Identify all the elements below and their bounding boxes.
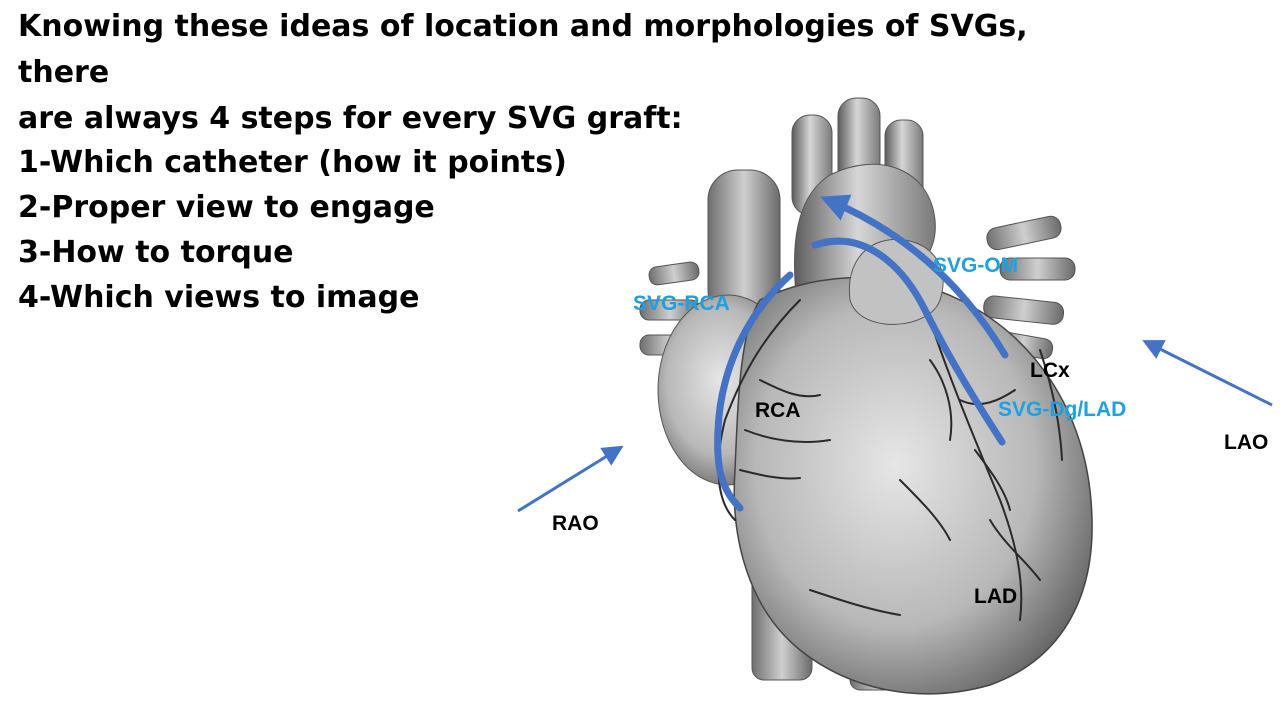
heading: Knowing these ideas of location and morp… bbox=[18, 4, 1078, 142]
lao-arrow bbox=[1142, 340, 1273, 407]
graft-line-svg-rca bbox=[714, 271, 794, 512]
step-1: 1-Which catheter (how it points) bbox=[18, 145, 567, 180]
steps-list: 1-Which catheter (how it points) 2-Prope… bbox=[18, 140, 567, 320]
heart-illustration bbox=[639, 97, 1093, 695]
heading-line-1: Knowing these ideas of location and morp… bbox=[18, 9, 1028, 90]
rao-arrow bbox=[517, 445, 624, 513]
label-lad: LAD bbox=[974, 585, 1017, 608]
label-svg-om: SVG-OM bbox=[933, 254, 1018, 277]
label-lao: LAO bbox=[1224, 431, 1268, 454]
graft-line-svg-dg-lad bbox=[811, 237, 1006, 446]
label-lcx: LCx bbox=[1030, 359, 1070, 382]
label-svg-rca: SVG-RCA bbox=[633, 292, 730, 315]
step-3: 3-How to torque bbox=[18, 235, 294, 270]
label-rao: RAO bbox=[552, 512, 599, 535]
step-2: 2-Proper view to engage bbox=[18, 190, 435, 225]
coronary-vessels bbox=[717, 299, 1063, 621]
step-4: 4-Which views to image bbox=[18, 280, 420, 315]
ventricles bbox=[733, 276, 1093, 695]
graft-lines bbox=[714, 194, 1009, 512]
graft-line-svg-om bbox=[820, 194, 1009, 359]
label-svg-dg-lad: SVG-Dg/LAD bbox=[998, 398, 1126, 421]
heading-line-2: are always 4 steps for every SVG graft: bbox=[18, 101, 683, 136]
label-rca: RCA bbox=[755, 399, 801, 422]
